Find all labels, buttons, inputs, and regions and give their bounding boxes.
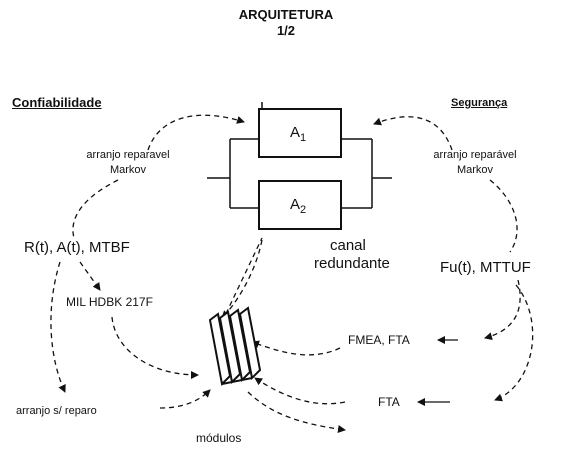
- component-a2-label: A2: [290, 196, 306, 216]
- arrow-modulos-to-bottom: [248, 392, 345, 430]
- markov-left: Markov: [78, 165, 178, 176]
- arranjo-sem-reparo: arranjo s/ reparo: [16, 406, 97, 417]
- metrics-seguranca: Fu(t), MTTUF: [440, 260, 531, 275]
- markov-right: Markov: [420, 165, 530, 176]
- fmea-fta-label: FMEA, FTA: [348, 334, 410, 346]
- component-a2-box: A2: [258, 180, 342, 230]
- canal-label: canal: [330, 238, 366, 253]
- diagram-subtitle: 1/2: [186, 24, 386, 37]
- modulos-label: módulos: [196, 432, 241, 444]
- redundante-label: redundante: [314, 256, 390, 271]
- fta-label: FTA: [378, 396, 400, 408]
- component-a1-label: A1: [290, 124, 306, 144]
- arranjo-reparavel-left: arranjo reparavel: [78, 150, 178, 161]
- heading-seguranca: Segurança: [451, 98, 507, 109]
- arrow-reparo-to-modulos: [160, 390, 210, 408]
- arrow-metrics-to-fmea: [485, 280, 520, 338]
- arrow-metrics-to-mil: [80, 262, 100, 290]
- metrics-confiabilidade: R(t), A(t), MTBF: [24, 240, 130, 255]
- arrow-right-loop-to-metrics: [490, 180, 517, 252]
- arrow-metrics-to-fta: [495, 285, 533, 400]
- component-a1-box: A1: [258, 108, 342, 158]
- arrow-metrics-to-reparo: [51, 262, 65, 392]
- diagram-title: ARQUITETURA: [186, 8, 386, 21]
- arrow-fmea-to-modulos: [252, 342, 340, 355]
- modules-stack: [210, 308, 260, 384]
- arrow-mil-to-modulos: [112, 317, 198, 375]
- arrow-modulos-to-channel: [222, 238, 262, 322]
- arrow-fta-to-modulos: [255, 378, 345, 404]
- arrow-markov-right-to-channel: [374, 117, 452, 150]
- arranjo-reparavel-right: arranjo reparável: [420, 150, 530, 161]
- mil-hdbk-label: MIL HDBK 217F: [66, 296, 153, 308]
- arrow-left-loop-to-metrics: [73, 180, 118, 238]
- heading-confiabilidade: Confiabilidade: [12, 96, 102, 109]
